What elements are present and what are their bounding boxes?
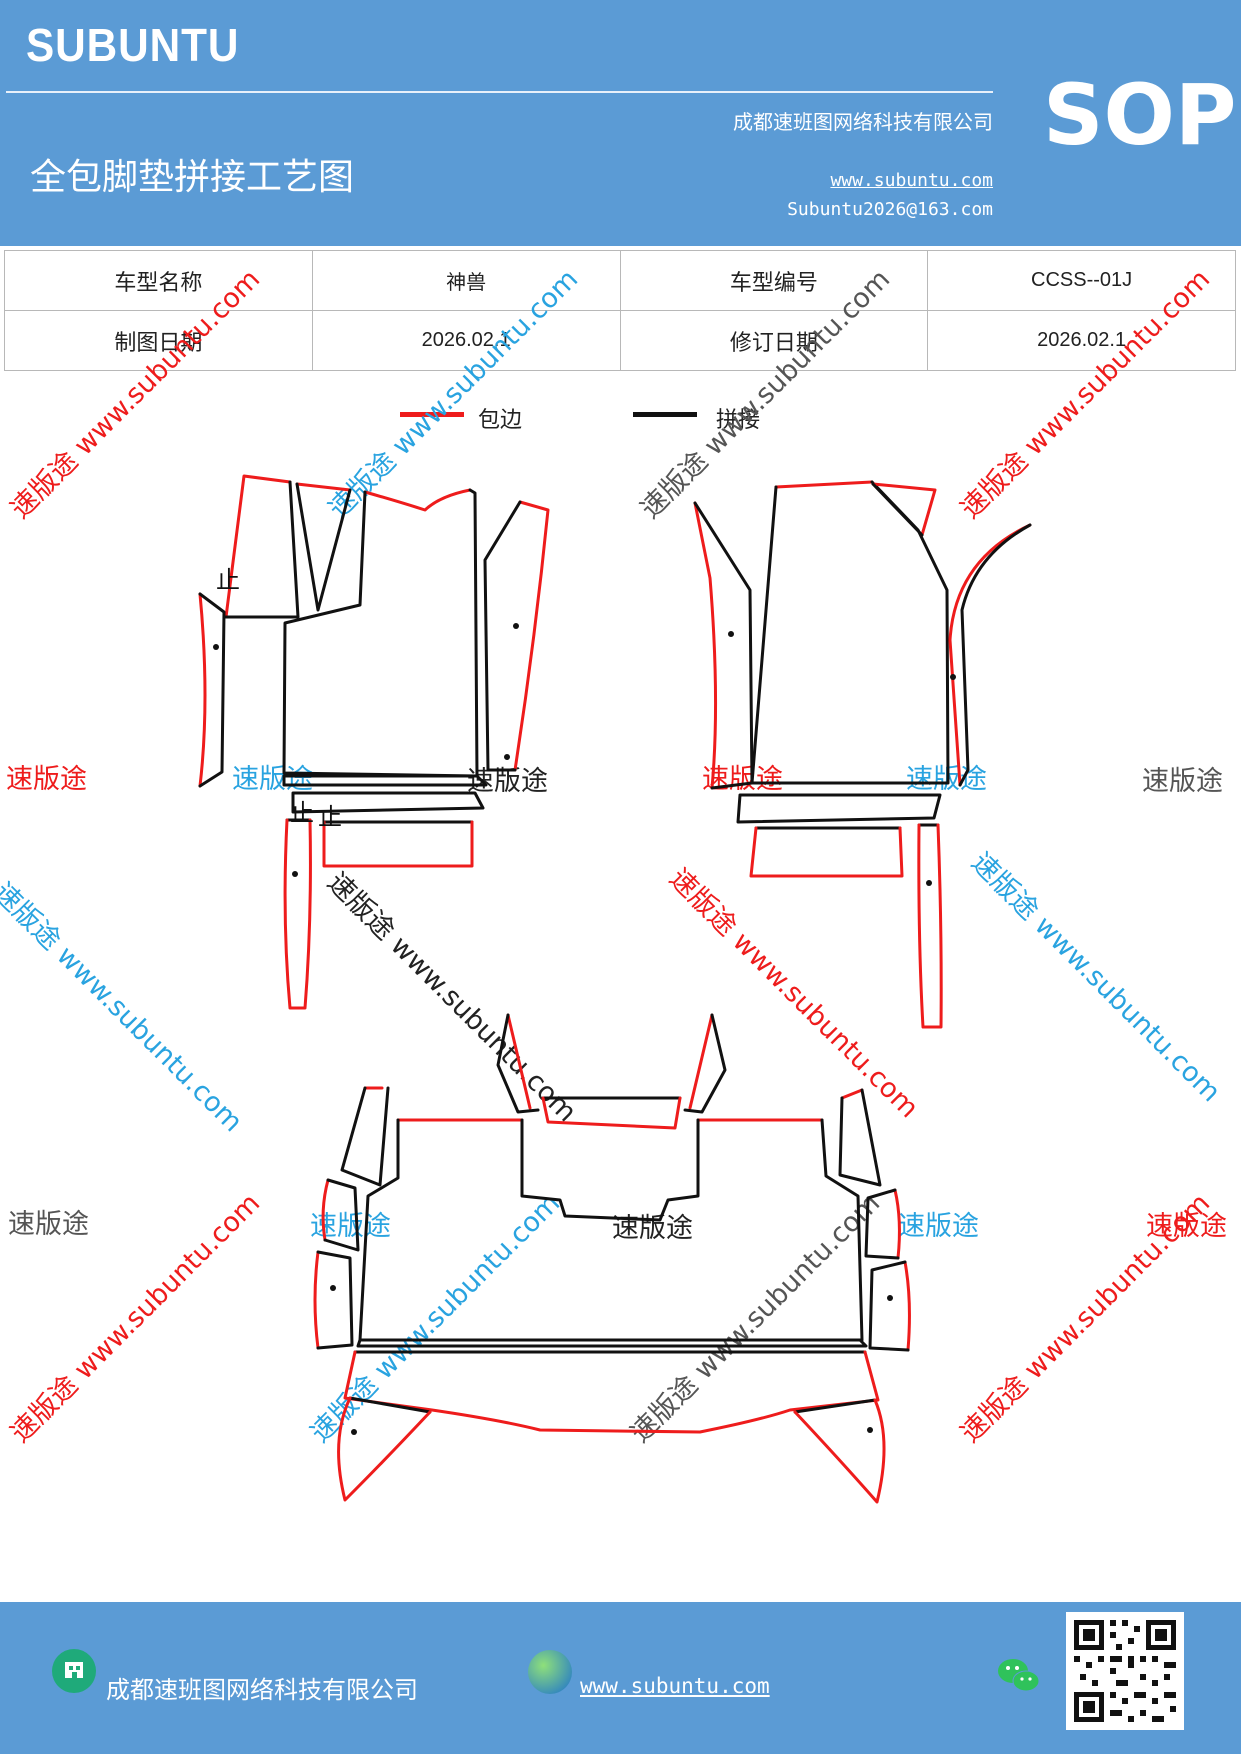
watermark-brand: 速版途 [6, 764, 87, 795]
legend-label-binding: 包边 [478, 408, 523, 433]
footer-company: 成都速班图网络科技有限公司 [106, 1676, 418, 1704]
email-address[interactable]: Subuntu2026@163.com [787, 199, 993, 220]
value-model-name: 神兽 [311, 250, 621, 311]
sop-badge: SOP [1043, 66, 1237, 164]
label-model-code: 车型编号 [619, 250, 929, 311]
stop-mark: 止 [318, 803, 342, 831]
value-model-code: CCSS--01J [927, 250, 1236, 311]
stop-mark: 止 [290, 799, 314, 827]
driver-side-mats [198, 474, 550, 1010]
stop-mark: 止 [216, 566, 240, 594]
building-icon [52, 1649, 96, 1693]
value-revision-date: 2026.02.1 [927, 310, 1236, 371]
company-name: 成都速班图网络科技有限公司 [733, 110, 993, 134]
watermark-brand: 速版途 [898, 1211, 979, 1242]
value-drawing-date: 2026.02.1 [311, 310, 621, 371]
footer-banner: 成都速班图网络科技有限公司 www.subuntu.com [0, 1602, 1241, 1754]
rear-mats [313, 1013, 911, 1504]
label-revision-date: 修订日期 [619, 310, 929, 371]
watermark-brand: 速版途 [232, 764, 313, 795]
passenger-side-mats [693, 480, 1032, 1029]
watermark-brand: 速版途 [1146, 1211, 1227, 1242]
qr-code [1066, 1612, 1184, 1730]
watermark-brand: 速版途 [1142, 766, 1223, 797]
website-link[interactable]: www.subuntu.com [830, 170, 993, 191]
info-table: 车型名称 神兽 车型编号 CCSS--01J 制图日期 2026.02.1 修订… [4, 250, 1236, 371]
watermark-brand: 速版途 [702, 764, 783, 795]
legend-label-splice: 拼接 [716, 408, 761, 433]
legend-swatch-splice [633, 412, 697, 417]
legend: 包边 拼接 [0, 400, 1241, 440]
header-divider [6, 91, 993, 93]
footer-website[interactable]: www.subuntu.com [580, 1674, 770, 1698]
wechat-icon[interactable] [996, 1656, 1042, 1696]
brand-logo: SUBUNTU [26, 19, 240, 71]
globe-icon [528, 1650, 572, 1694]
label-model-name: 车型名称 [4, 250, 313, 311]
label-drawing-date: 制图日期 [4, 310, 313, 371]
table-row: 车型名称 神兽 车型编号 CCSS--01J [4, 250, 1236, 311]
document-title: 全包脚垫拼接工艺图 [30, 157, 355, 198]
table-row: 制图日期 2026.02.1 修订日期 2026.02.1 [4, 310, 1236, 371]
watermark-brand: 速版途 [8, 1209, 89, 1240]
legend-swatch-binding [400, 412, 464, 417]
header-banner: SUBUNTU 全包脚垫拼接工艺图 成都速班图网络科技有限公司 www.subu… [0, 0, 1241, 246]
